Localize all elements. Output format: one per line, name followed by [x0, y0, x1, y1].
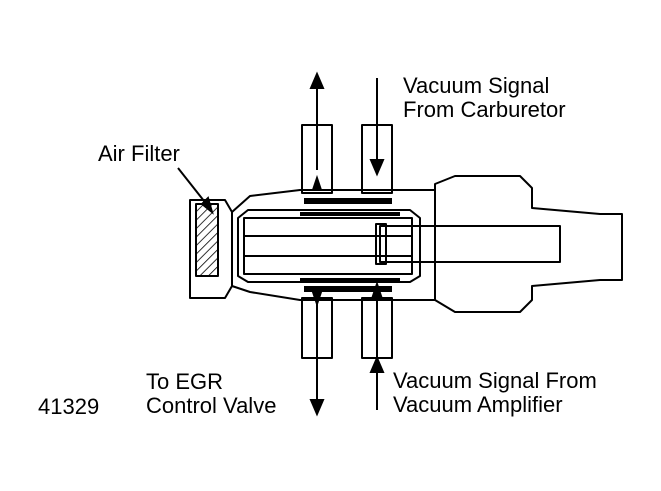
air-filter-label: Air Filter — [98, 141, 180, 166]
vacuum-signal-amplifier-label: Vacuum Signal From Vacuum Amplifier — [393, 368, 597, 417]
to-egr-label: To EGR Control Valve — [146, 369, 277, 418]
valve-body — [231, 189, 436, 301]
right-fitting — [434, 175, 623, 313]
spool — [243, 217, 413, 275]
figure-number: 41329 — [38, 394, 100, 419]
inner-bore — [237, 209, 421, 283]
stem — [379, 225, 561, 263]
vacuum-signal-carburetor-label: Vacuum Signal From Carburetor — [403, 73, 566, 122]
air-filter-element — [195, 203, 219, 277]
